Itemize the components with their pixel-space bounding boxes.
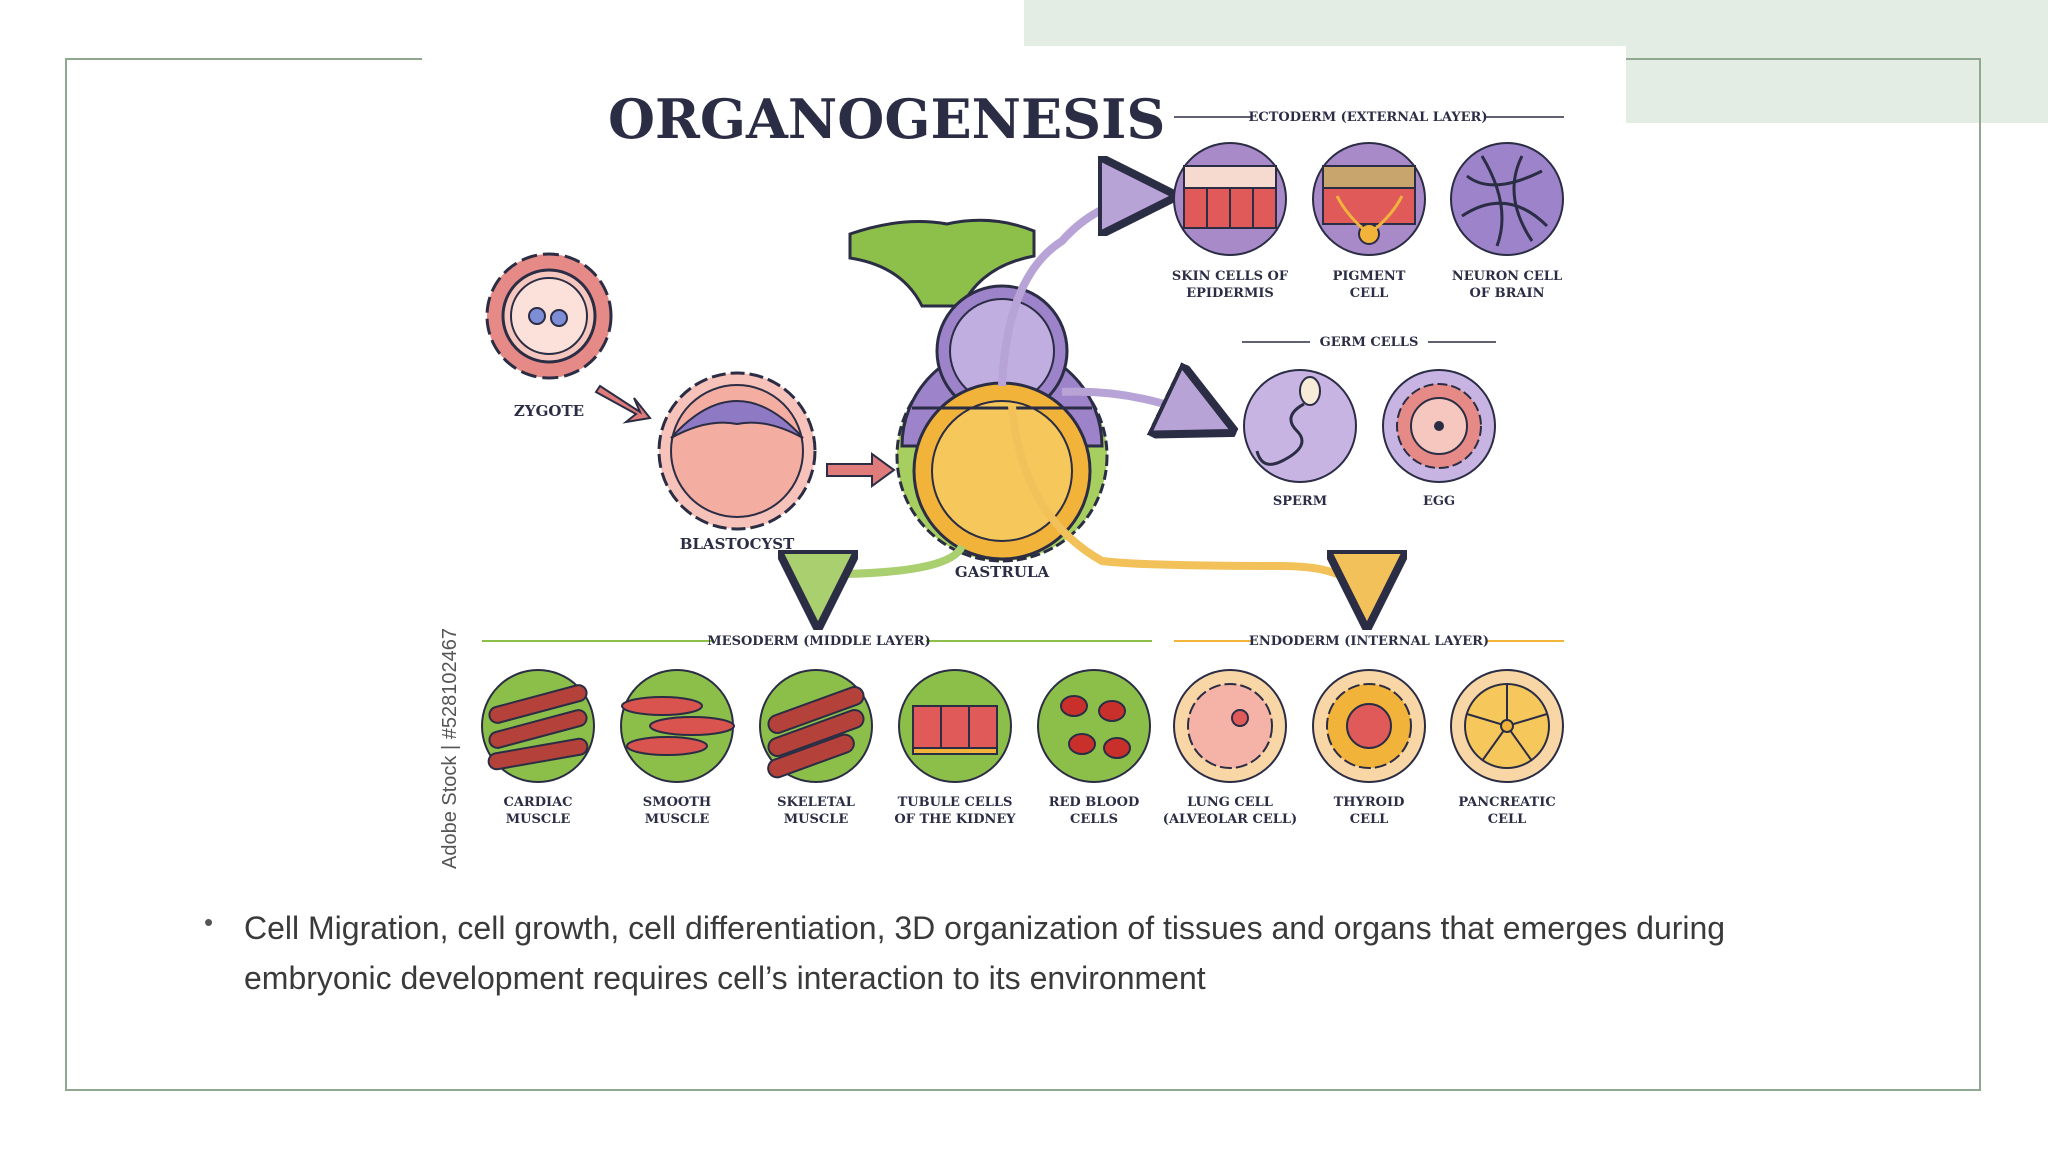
- neuron-cell-label-line2: OF BRAIN: [1470, 286, 1545, 301]
- ectoderm-arrow: [998, 196, 1162, 387]
- neuron-cell-label-line1: NEURON CELL: [1452, 269, 1562, 284]
- ectoderm-heading: ECTODERM (EXTERNAL LAYER): [1248, 110, 1487, 125]
- zygote-to-blastocyst-arrow: [594, 384, 652, 424]
- germ-cells-arrow: [1061, 392, 1222, 426]
- blastocyst-to-gastrula-arrow: [826, 452, 896, 488]
- germ-cells-heading: GERM CELLS: [1320, 335, 1419, 350]
- pancreatic-cell-label-line1: PANCREATIC: [1458, 795, 1555, 810]
- cardiac-muscle-label-line2: MUSCLE: [506, 812, 571, 827]
- lung-cell-label-line1: LUNG CELL: [1187, 795, 1273, 810]
- figure-title: ORGANOGENESIS: [608, 87, 1165, 151]
- thyroid-cell-label-line1: THYROID: [1334, 795, 1405, 810]
- endoderm-heading: ENDODERM (INTERNAL LAYER): [1249, 634, 1489, 649]
- pancreatic-cell-illustration: [1450, 669, 1564, 783]
- mesoderm-heading: MESODERM (MIDDLE LAYER): [707, 634, 930, 649]
- thyroid-cell-label-line2: CELL: [1350, 812, 1389, 827]
- skeletal-muscle-label-line2: MUSCLE: [784, 812, 849, 827]
- skin-cells-label-line1: SKIN CELLS OF: [1172, 269, 1289, 284]
- gastrula-label: GASTRULA: [955, 563, 1050, 581]
- egg-illustration: [1382, 369, 1496, 483]
- tubule-cells-of-kidney-illustration: [898, 669, 1012, 783]
- sperm-illustration: [1243, 369, 1357, 483]
- skeletal-muscle-illustration: [759, 669, 873, 783]
- smooth-muscle-label-line2: MUSCLE: [645, 812, 710, 827]
- mesoderm-arrow: [818, 544, 966, 614]
- pigment-cell-label-line2: CELL: [1350, 286, 1389, 301]
- pigment-cell-illustration: [1312, 142, 1426, 256]
- sperm-label: SPERM: [1273, 494, 1327, 509]
- cardiac-muscle-label-line1: CARDIAC: [503, 795, 572, 810]
- cardiac-muscle-illustration: [481, 669, 595, 783]
- bullet-text: Cell Migration, cell growth, cell differ…: [244, 910, 1726, 996]
- skeletal-muscle-label-line1: SKELETAL: [777, 795, 855, 810]
- pancreatic-cell-label-line2: CELL: [1488, 812, 1527, 827]
- smooth-muscle-label-line1: SMOOTH: [643, 795, 711, 810]
- tubule-cells-label-line1: TUBULE CELLS: [898, 795, 1013, 810]
- red-blood-cells-label-line1: RED BLOOD: [1049, 795, 1140, 810]
- pigment-cell-label-line1: PIGMENT: [1333, 269, 1406, 284]
- blastocyst-illustration: [657, 371, 817, 531]
- red-blood-cells-illustration: [1037, 669, 1151, 783]
- thyroid-cell-illustration: [1312, 669, 1426, 783]
- organogenesis-figure: ORGANOGENESIS ZYGOTE BLASTOCYST GASTRULA…: [422, 46, 1626, 886]
- bullet-marker: •: [204, 907, 214, 937]
- lung-cell-label-line2: (ALVEOLAR CELL): [1163, 812, 1297, 827]
- neuron-cell-illustration: [1450, 142, 1564, 256]
- blastocyst-label: BLASTOCYST: [680, 535, 795, 553]
- endoderm-arrow: [1008, 405, 1367, 614]
- zygote-label: ZYGOTE: [514, 402, 584, 420]
- bullet-item: • Cell Migration, cell growth, cell diff…: [204, 903, 1864, 1003]
- skin-cells-label-line2: EPIDERMIS: [1186, 286, 1274, 301]
- red-blood-cells-label-line2: CELLS: [1070, 812, 1118, 827]
- lung-cell-illustration: [1173, 669, 1287, 783]
- smooth-muscle-illustration: [620, 669, 735, 783]
- zygote-illustration: [485, 252, 613, 380]
- stock-watermark: Adobe Stock | #528102467: [439, 628, 461, 869]
- skin-cells-of-epidermis-illustration: [1173, 142, 1287, 256]
- tubule-cells-label-line2: OF THE KIDNEY: [894, 812, 1016, 827]
- egg-label: EGG: [1423, 494, 1455, 509]
